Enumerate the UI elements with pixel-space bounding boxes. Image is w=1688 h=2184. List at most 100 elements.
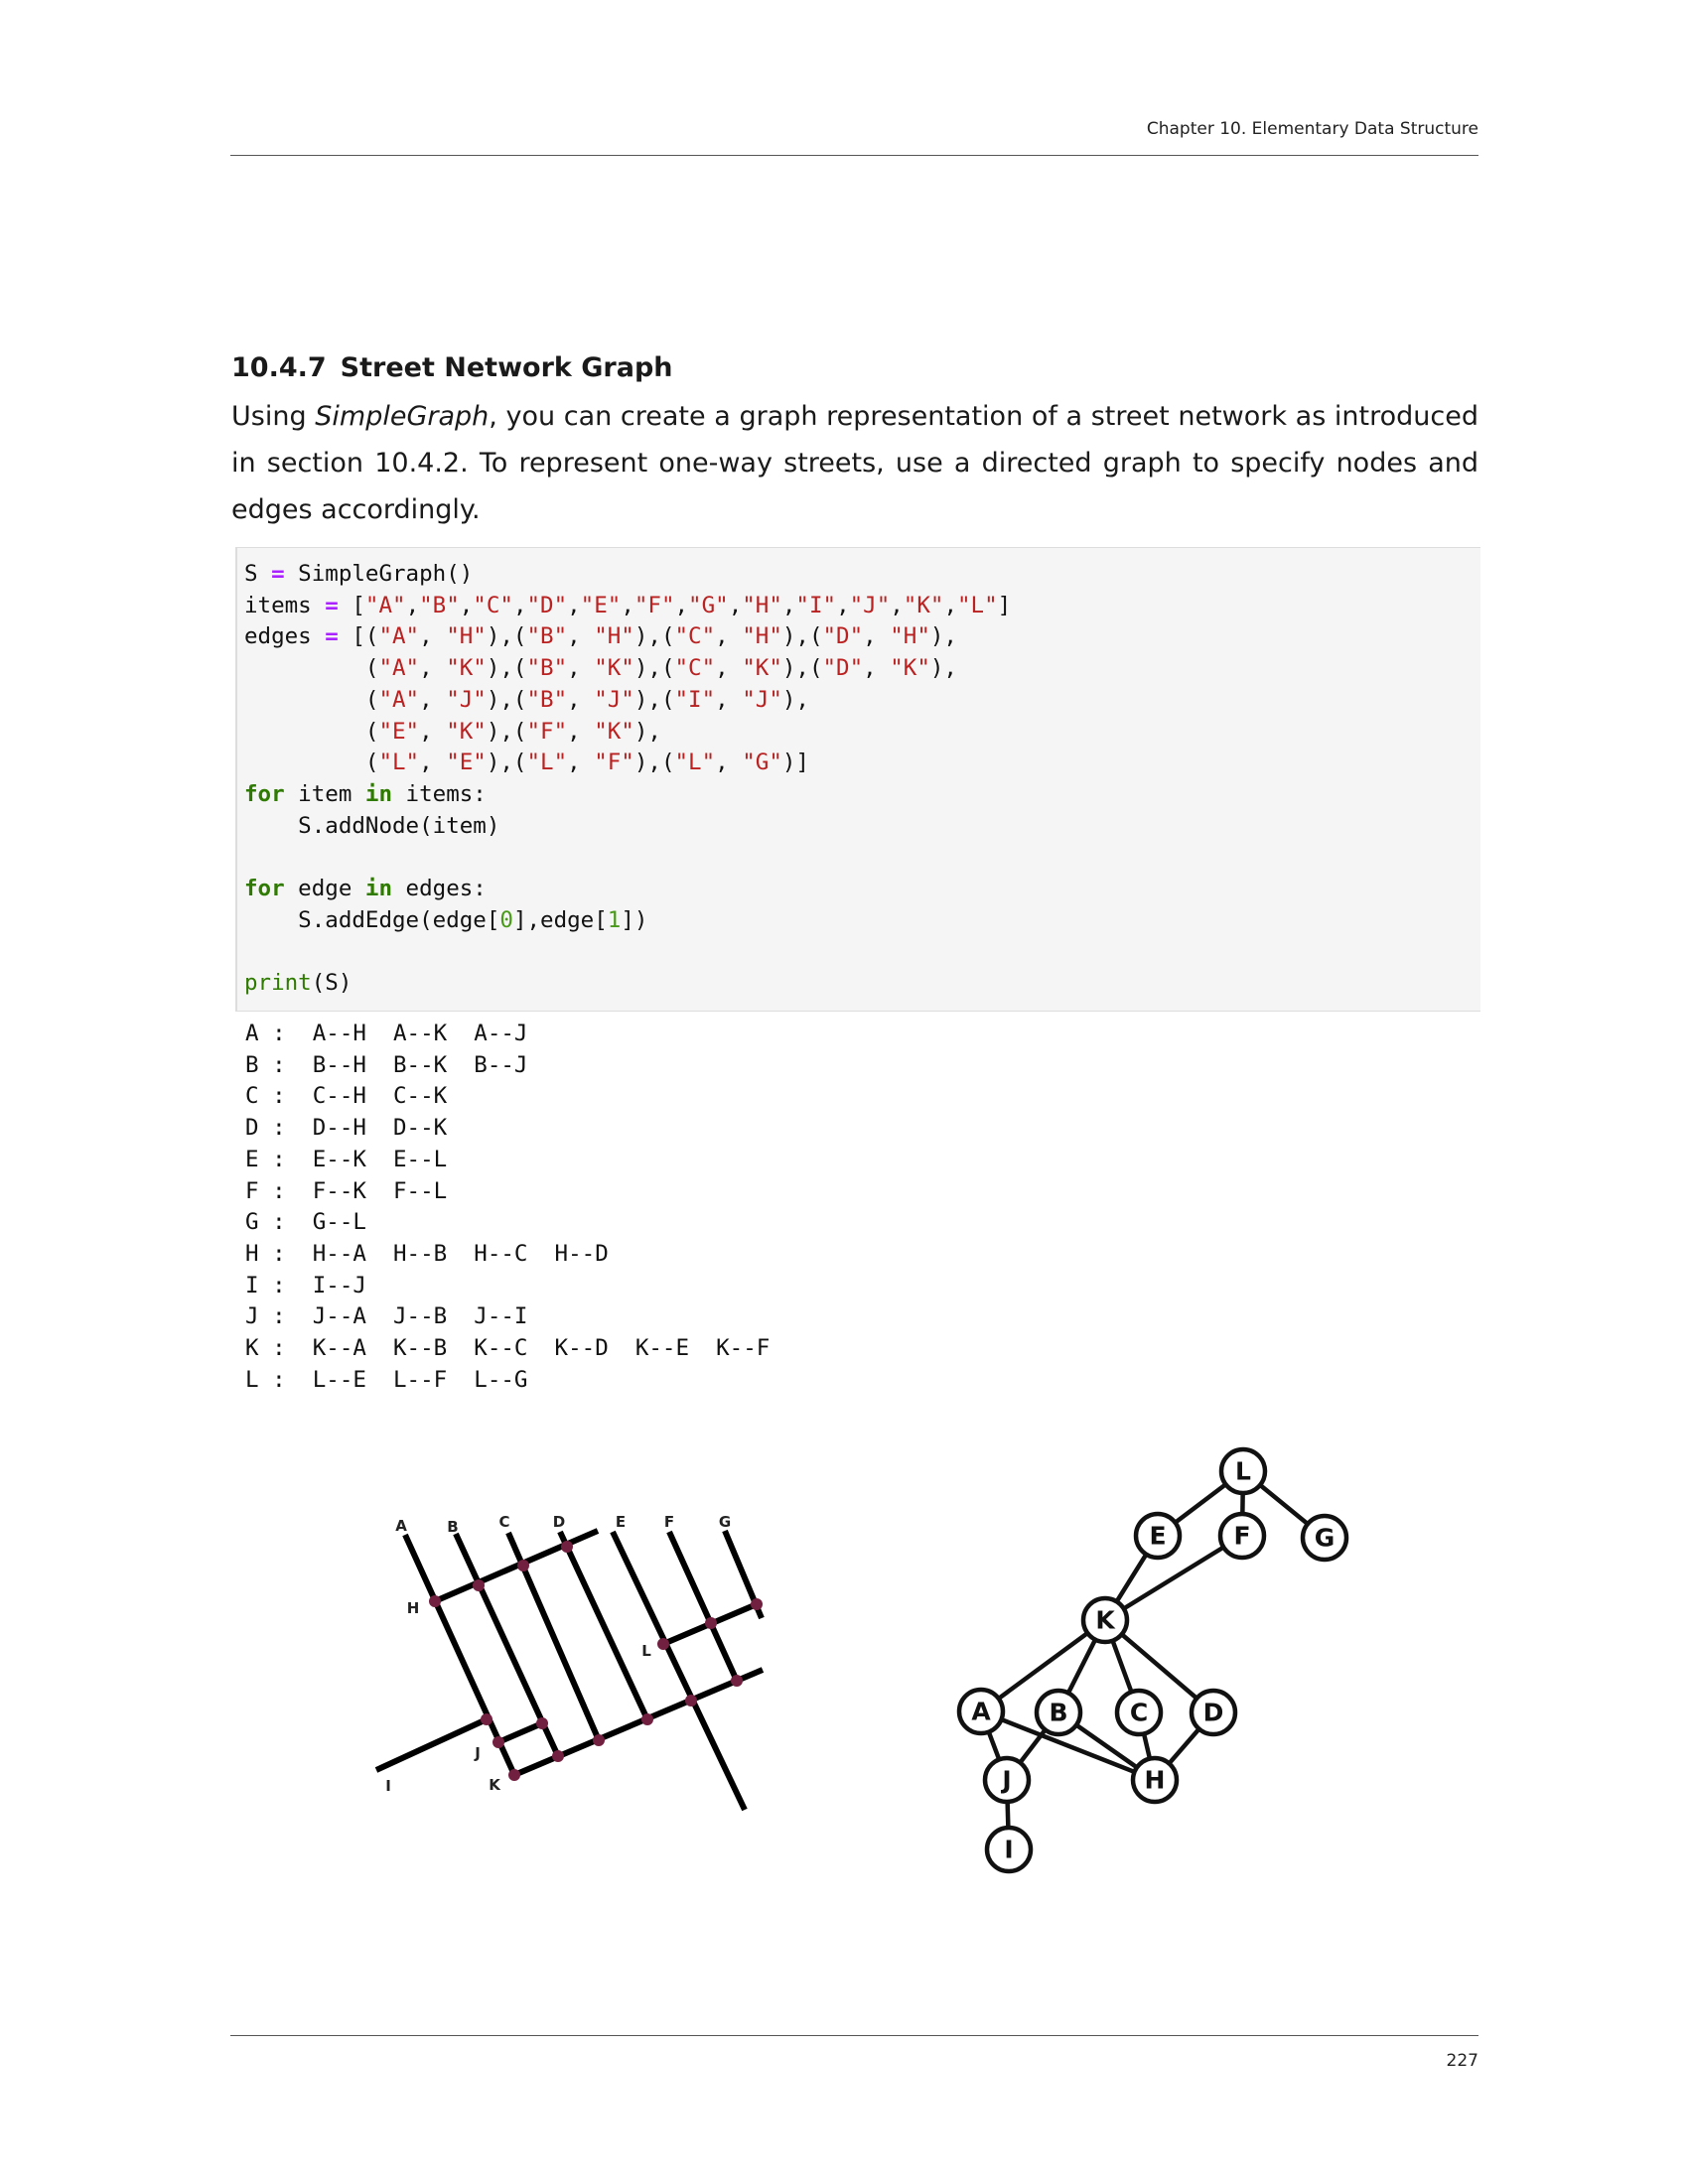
code-token: , bbox=[621, 592, 634, 618]
code-token: items: bbox=[392, 780, 487, 807]
code-token: ), bbox=[929, 655, 957, 682]
code-token-str: "J" bbox=[594, 686, 634, 713]
code-token: , bbox=[863, 623, 891, 650]
code-token: , bbox=[459, 592, 474, 618]
intro-paragraph: Using SimpleGraph, you can create a grap… bbox=[231, 393, 1478, 533]
code-token-op: = bbox=[271, 561, 285, 587]
graph-node-h: H bbox=[1130, 1755, 1180, 1805]
code-token: , bbox=[715, 655, 743, 682]
street-f bbox=[666, 1530, 740, 1683]
code-token: , bbox=[567, 750, 595, 776]
street-label-a: A bbox=[395, 1517, 407, 1535]
street-label-h: H bbox=[407, 1599, 420, 1617]
junction bbox=[641, 1713, 653, 1725]
code-line: S.addNode(item) bbox=[244, 811, 1011, 843]
code-token-str: "B" bbox=[526, 655, 568, 682]
edge-f-k bbox=[1103, 1534, 1244, 1622]
edge-a-h bbox=[980, 1708, 1156, 1783]
code-token-str: "A" bbox=[364, 592, 406, 618]
output-line: H : H--A H--B H--C H--D bbox=[245, 1240, 609, 1267]
code-token: [( bbox=[338, 623, 379, 650]
page-number: 227 bbox=[1446, 2051, 1478, 2071]
code-token: , bbox=[863, 655, 891, 682]
code-token-str: "B" bbox=[526, 686, 568, 713]
code-token: ),( bbox=[633, 623, 675, 650]
code-token-str: "I" bbox=[795, 592, 837, 618]
code-token: ),( bbox=[486, 686, 527, 713]
code-token-str: "A" bbox=[378, 623, 420, 650]
code-token-str: "K" bbox=[594, 655, 634, 682]
code-token: S bbox=[244, 561, 272, 587]
code-token: , bbox=[836, 592, 850, 618]
code-token-str: "K" bbox=[742, 655, 782, 682]
code-token-str: "J" bbox=[742, 686, 782, 713]
code-token: (S) bbox=[311, 970, 352, 997]
junction bbox=[517, 1560, 529, 1571]
code-token: ( bbox=[244, 750, 379, 776]
output-line: F : F--K F--L bbox=[245, 1177, 448, 1204]
code-token-str: "K" bbox=[446, 655, 487, 682]
code-token: SimpleGraph() bbox=[284, 561, 474, 587]
code-token: , bbox=[890, 592, 904, 618]
running-head: Chapter 10. Elementary Data Structure bbox=[1146, 119, 1478, 139]
node-label: J bbox=[1000, 1766, 1011, 1795]
code-line: S = SimpleGraph() bbox=[244, 559, 1011, 591]
code-token-str: "H" bbox=[742, 623, 782, 650]
code-token-str: "E" bbox=[378, 718, 420, 745]
output-line: K : K--A K--B K--C K--D K--E K--F bbox=[245, 1335, 771, 1362]
para-emphasis: SimpleGraph bbox=[315, 401, 490, 432]
code-token: , bbox=[567, 655, 595, 682]
output-line: I : I--J bbox=[245, 1272, 366, 1298]
code-token-str: "K" bbox=[903, 592, 944, 618]
code-token: item bbox=[284, 780, 365, 807]
code-listing: S = SimpleGraph()items = ["A","B","C","D… bbox=[244, 559, 1011, 1000]
graph-node-i: I bbox=[984, 1825, 1034, 1874]
node-label: C bbox=[1130, 1699, 1148, 1727]
code-token: , bbox=[674, 592, 689, 618]
street-d bbox=[557, 1530, 650, 1721]
code-cell bbox=[235, 547, 1480, 1012]
code-token: , bbox=[715, 750, 743, 776]
header-rule bbox=[230, 155, 1478, 156]
junction bbox=[657, 1638, 669, 1650]
junction bbox=[552, 1750, 564, 1762]
code-token: , bbox=[419, 623, 447, 650]
graph-node-e: E bbox=[1133, 1511, 1183, 1561]
node-label: H bbox=[1145, 1766, 1166, 1795]
code-token: items bbox=[244, 592, 326, 618]
junction bbox=[731, 1675, 743, 1687]
street-j bbox=[496, 1720, 544, 1745]
street-label-i: I bbox=[385, 1777, 391, 1795]
junction bbox=[593, 1734, 605, 1746]
street-label-c: C bbox=[498, 1513, 509, 1531]
graph-node-f: F bbox=[1217, 1511, 1267, 1561]
code-token-str: "D" bbox=[822, 623, 864, 650]
code-token-op: = bbox=[325, 623, 339, 650]
street-k bbox=[512, 1667, 765, 1778]
output-line: D : D--H D--K bbox=[245, 1115, 448, 1142]
code-token: , bbox=[567, 686, 595, 713]
code-token-str: "J" bbox=[446, 686, 487, 713]
street-label-d: D bbox=[553, 1513, 565, 1531]
code-token-num: 1 bbox=[607, 906, 622, 933]
junction bbox=[492, 1736, 504, 1748]
code-token-str: "B" bbox=[419, 592, 460, 618]
code-token-str: "A" bbox=[378, 686, 420, 713]
code-token: , bbox=[419, 655, 447, 682]
code-token-str: "F" bbox=[633, 592, 675, 618]
graph-node-j: J bbox=[982, 1755, 1032, 1805]
code-token: , bbox=[715, 623, 743, 650]
street-e bbox=[610, 1530, 748, 1812]
node-label: B bbox=[1049, 1699, 1067, 1727]
code-line: items = ["A","B","C","D","E","F","G","H"… bbox=[244, 591, 1011, 622]
code-line: ("A", "J"),("B", "J"),("I", "J"), bbox=[244, 685, 1011, 717]
node-label: E bbox=[1149, 1522, 1166, 1551]
code-token: , bbox=[943, 592, 957, 618]
junction bbox=[561, 1541, 573, 1553]
output-line: A : A--H A--K A--J bbox=[245, 1021, 528, 1046]
code-token: , bbox=[728, 592, 743, 618]
code-token: edge bbox=[284, 876, 365, 902]
code-token-str: "K" bbox=[594, 718, 634, 745]
